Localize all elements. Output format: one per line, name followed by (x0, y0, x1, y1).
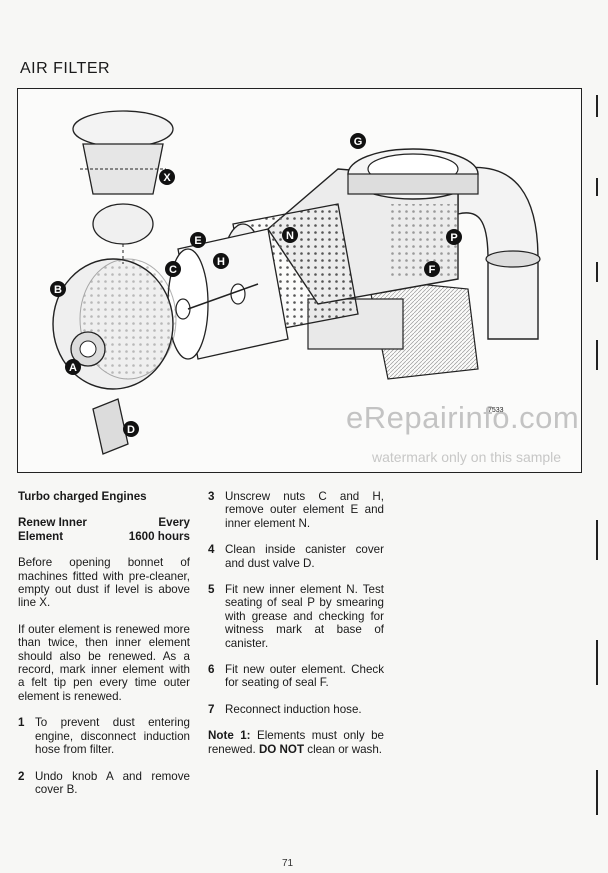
callout-d: D (123, 421, 139, 437)
callout-c: C (165, 261, 181, 277)
pre-cleaner-note: Before opening bonnet of machines fitted… (18, 556, 190, 610)
callout-f: F (424, 261, 440, 277)
svg-text:N: N (286, 230, 294, 242)
note-1: Note 1: Elements must only be renewed. D… (208, 729, 384, 756)
callout-e: E (190, 232, 206, 248)
renewal-note: If outer element is renewed more than tw… (18, 622, 190, 703)
nut-h (230, 283, 246, 305)
page-title: AIR FILTER (20, 60, 111, 77)
section-heading: Turbo charged Engines (18, 490, 147, 503)
svg-text:D: D (127, 424, 135, 436)
svg-text:G: G (354, 136, 363, 148)
watermark-main: eRepairinfo.com (346, 400, 580, 435)
pre-cleaner-band (347, 173, 479, 195)
svg-text:P: P (450, 232, 457, 244)
callout-n: N (282, 227, 298, 243)
edge-mark (596, 95, 598, 117)
svg-text:A: A (69, 362, 77, 374)
callout-h: H (213, 253, 229, 269)
callout-a: A (65, 359, 81, 375)
svg-text:E: E (194, 235, 201, 247)
svg-text:B: B (54, 284, 62, 296)
svg-text:X: X (163, 172, 171, 184)
callout-x: X (159, 169, 175, 185)
svg-text:C: C (169, 264, 177, 276)
pre-cleaner-x-base (92, 203, 154, 245)
pre-cleaner-x-cap (72, 110, 174, 148)
callout-g: G (350, 133, 366, 149)
canister-mesh (388, 204, 458, 279)
dust-valve-d (92, 398, 129, 455)
page-number: 71 (282, 858, 294, 869)
edge-mark (596, 640, 598, 685)
edge-mark (596, 520, 598, 560)
edge-mark (596, 340, 598, 370)
exploded-diagram: A B C D E F G H N P X 7533 (17, 88, 582, 473)
hose-clamp (485, 250, 541, 268)
edge-mark (596, 178, 598, 196)
figure-reference: 7533 (488, 407, 504, 414)
svg-text:H: H (217, 256, 225, 268)
watermark-sub: watermark only on this sample (372, 449, 562, 465)
callout-b: B (50, 281, 66, 297)
svg-text:F: F (429, 264, 436, 276)
nut-c (175, 298, 191, 320)
callout-p: P (446, 229, 462, 245)
edge-mark (596, 262, 598, 282)
air-filter-illustration: A B C D E F G H N P X 7533 (50, 110, 541, 455)
edge-mark (596, 770, 598, 815)
